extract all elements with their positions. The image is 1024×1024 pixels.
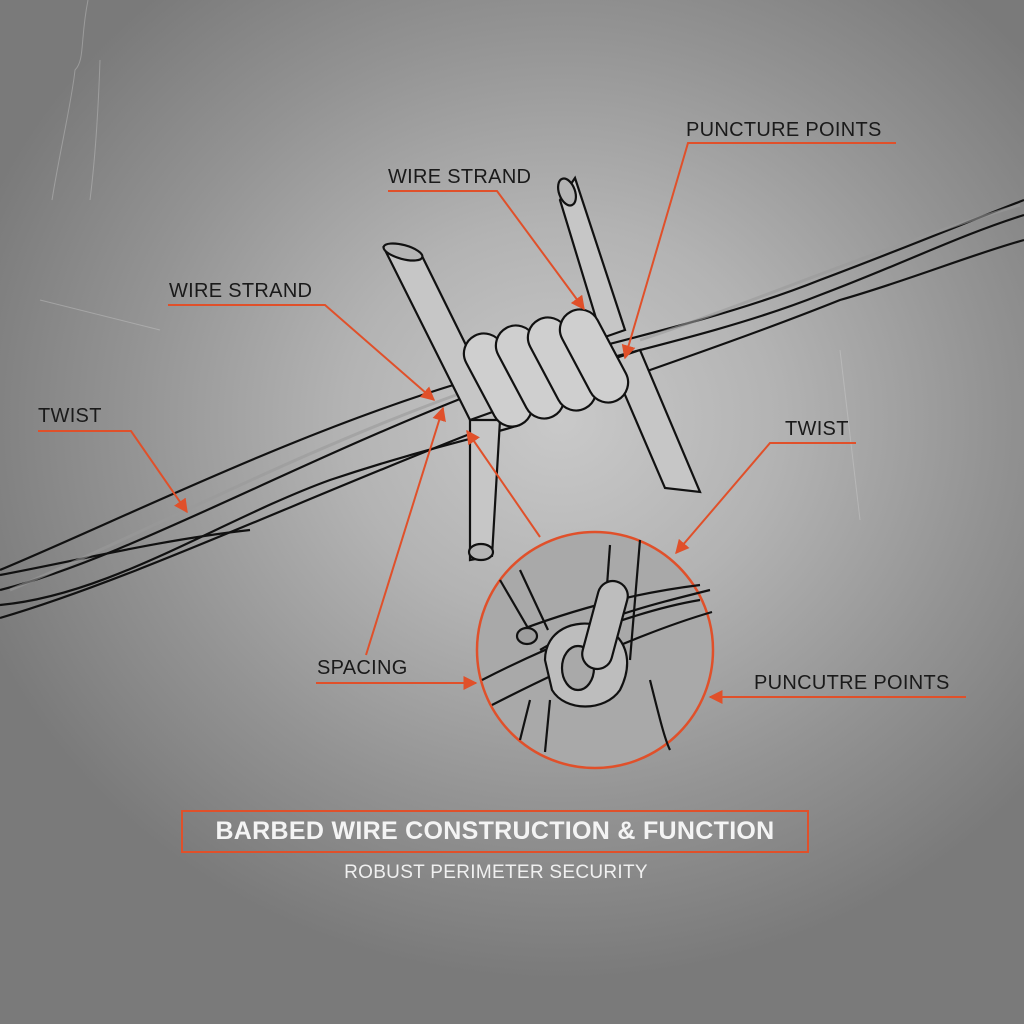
label-wire-strand-left: WIRE STRAND <box>169 280 313 302</box>
label-puncture-points-top: PUNCTURE POINTS <box>686 119 882 141</box>
barb-coils <box>462 308 630 428</box>
background-texture <box>39 0 861 521</box>
label-twist-right: TWIST <box>785 418 849 440</box>
title-box: BARBED WIRE CONSTRUCTION & FUNCTION <box>181 810 809 853</box>
label-spacing: SPACING <box>317 657 408 679</box>
leader-lines <box>38 142 966 704</box>
diagram-subtitle: ROBUST PERIMETER SECURITY <box>344 862 648 883</box>
label-wire-strand-top: WIRE STRAND <box>388 166 532 188</box>
diagram-title: BARBED WIRE CONSTRUCTION & FUNCTION <box>215 817 775 845</box>
label-puncture-points-right: PUNCUTRE POINTS <box>754 672 950 694</box>
wire-highlight <box>9 203 1021 592</box>
label-twist-left: TWIST <box>38 405 102 427</box>
knot-detail-magnifier <box>475 530 715 770</box>
